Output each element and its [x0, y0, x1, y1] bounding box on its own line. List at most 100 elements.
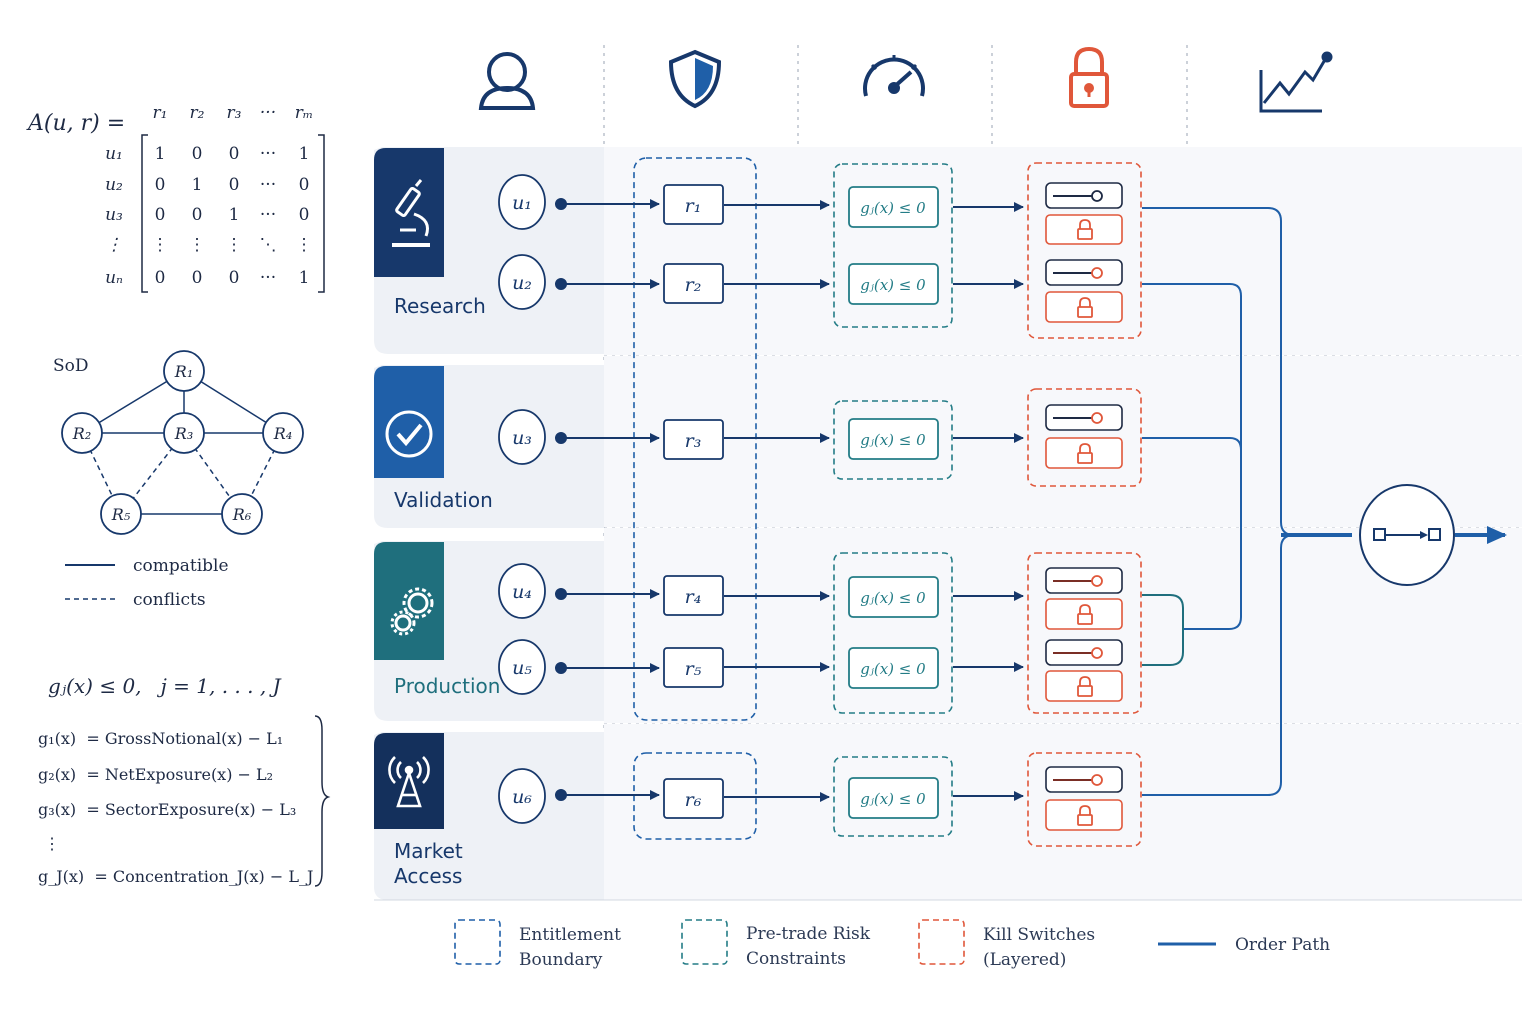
lane-label-market-access: Access	[394, 864, 462, 888]
role-node: r₅	[685, 658, 702, 680]
legend-kill-switches: (Layered)	[983, 950, 1066, 970]
constraint-equations: gⱼ(x) ≤ 0, j = 1, . . . , J g₁(x) = Gros…	[38, 674, 331, 887]
matrix-cell: 1	[229, 205, 240, 225]
order-router-node	[1359, 484, 1455, 586]
matrix-row-header: ⋮	[106, 235, 123, 255]
constraint-boxes: gⱼ(x) ≤ 0 gⱼ(x) ≤ 0 gⱼ(x) ≤ 0 gⱼ(x) ≤ 0 …	[848, 186, 939, 819]
matrix-cell: 1	[155, 144, 166, 164]
user-nodes: u₁ u₂ u₃ u₄ u₅ u₆	[498, 174, 546, 824]
kill-switches	[1045, 182, 1123, 831]
user-icon	[478, 52, 536, 110]
lock-icon	[1077, 443, 1093, 464]
lane-backgrounds	[374, 147, 1522, 900]
sod-legend-conflicts: conflicts	[133, 590, 206, 610]
legend-entitlement: Boundary	[519, 950, 603, 970]
lock-icon	[1077, 604, 1093, 625]
constraint-line: g₃(x) = SectorExposure(x) − L₃	[38, 800, 296, 819]
kill-switch	[1045, 259, 1123, 323]
lane-label-market-access: Market	[394, 839, 463, 863]
sod-title: SoD	[53, 356, 89, 376]
lock-icon	[1077, 805, 1093, 826]
matrix-cell: ⋮	[226, 235, 243, 255]
legend-pretrade: Pre-trade Risk	[746, 924, 871, 944]
legend-entitlement: Entitlement	[519, 925, 621, 945]
constraint-box-label: gⱼ(x) ≤ 0	[860, 660, 926, 678]
matrix-cell: 0	[229, 268, 240, 288]
matrix-cell: 1	[299, 144, 310, 164]
constraint-box-label: gⱼ(x) ≤ 0	[860, 276, 926, 294]
matrix-cell: 0	[229, 144, 240, 164]
padlock-icon	[1069, 46, 1109, 108]
lock-icon	[1077, 676, 1093, 697]
matrix-cell: ⋱	[260, 235, 277, 255]
matrix-cell: 0	[192, 268, 203, 288]
kill-switch	[1045, 182, 1123, 245]
shield-icon	[668, 49, 722, 109]
user-node: u₅	[512, 657, 532, 679]
sod-legend-compatible: compatible	[133, 556, 229, 576]
matrix-cell: 1	[192, 175, 203, 195]
matrix-cell: 0	[229, 175, 240, 195]
sod-node: R₆	[232, 505, 252, 524]
speedometer-icon	[863, 55, 925, 97]
matrix-row-header: uₙ	[105, 268, 123, 288]
legend-order-path: Order Path	[1235, 935, 1330, 955]
lane-label-research: Research	[394, 294, 486, 318]
legend-kill-switches: Kill Switches	[983, 925, 1095, 945]
matrix-cell: 0	[155, 268, 166, 288]
constraint-header: gⱼ(x) ≤ 0, j = 1, . . . , J	[48, 674, 282, 698]
microscope-icon	[392, 179, 430, 247]
matrix-cell: ⋮	[152, 235, 169, 255]
user-node: u₆	[512, 786, 532, 808]
adjacency-matrix: A(u, r) = r₁ r₂ r₃ ··· rₘ u₁ u₂ u₃ ⋮ uₙ …	[26, 103, 325, 293]
legend-pretrade: Constraints	[746, 949, 846, 969]
matrix-col-header: r₂	[190, 103, 205, 123]
matrix-cell: 0	[299, 205, 310, 225]
constraint-line: ⋮	[44, 834, 60, 853]
role-node: r₃	[685, 430, 702, 452]
matrix-cell: ⋮	[189, 235, 206, 255]
matrix-row-header: u₃	[105, 205, 123, 225]
role-node: r₄	[685, 586, 702, 608]
gears-icon	[390, 587, 434, 636]
matrix-cell: ···	[260, 205, 276, 225]
kill-switch-region	[1027, 162, 1142, 847]
pretrade-constraint-region	[833, 163, 953, 837]
role-nodes: r₁ r₂ r₃ r₄ r₅ r₆	[663, 184, 724, 819]
matrix-cell: 0	[299, 175, 310, 195]
lane-label-validation: Validation	[394, 488, 493, 512]
constraint-box-label: gⱼ(x) ≤ 0	[860, 199, 926, 217]
matrix-col-header: rₘ	[295, 103, 314, 123]
role-node: r₁	[685, 195, 702, 217]
matrix-col-header: ···	[260, 103, 276, 123]
constraint-line: g₁(x) = GrossNotional(x) − L₁	[38, 729, 283, 748]
matrix-cell: ⋮	[296, 235, 313, 255]
matrix-cell: 0	[155, 175, 166, 195]
matrix-row-header: u₁	[105, 144, 123, 164]
user-node: u₃	[512, 427, 532, 449]
kill-switch	[1045, 567, 1123, 630]
kill-switch	[1045, 639, 1123, 702]
antenna-icon	[388, 756, 430, 808]
role-node: r₂	[685, 274, 702, 296]
legend: Entitlement Boundary Pre-trade Risk Cons…	[454, 919, 1330, 970]
constraint-box-label: gⱼ(x) ≤ 0	[860, 790, 926, 808]
matrix-col-header: r₃	[227, 103, 242, 123]
matrix-cell: 0	[192, 144, 203, 164]
sod-node: R₂	[72, 424, 91, 443]
line-chart-icon	[1259, 51, 1333, 113]
matrix-cell: 0	[192, 205, 203, 225]
matrix-cell: ···	[260, 175, 276, 195]
matrix-col-header: r₁	[153, 103, 168, 123]
matrix-title: A(u, r) =	[26, 111, 125, 136]
matrix-cell: ···	[260, 144, 276, 164]
matrix-cell: ···	[260, 268, 276, 288]
matrix-cell: 1	[299, 268, 310, 288]
checkmark-icon	[385, 410, 433, 458]
user-node: u₄	[512, 581, 532, 603]
matrix-cell: 0	[155, 205, 166, 225]
matrix-row-header: u₂	[105, 175, 123, 195]
constraint-line: g₂(x) = NetExposure(x) − L₂	[38, 765, 273, 784]
user-node: u₂	[512, 272, 532, 294]
sod-graph: SoD R₁ R₂ R₃ R₄ R₅ R₆	[53, 350, 304, 610]
